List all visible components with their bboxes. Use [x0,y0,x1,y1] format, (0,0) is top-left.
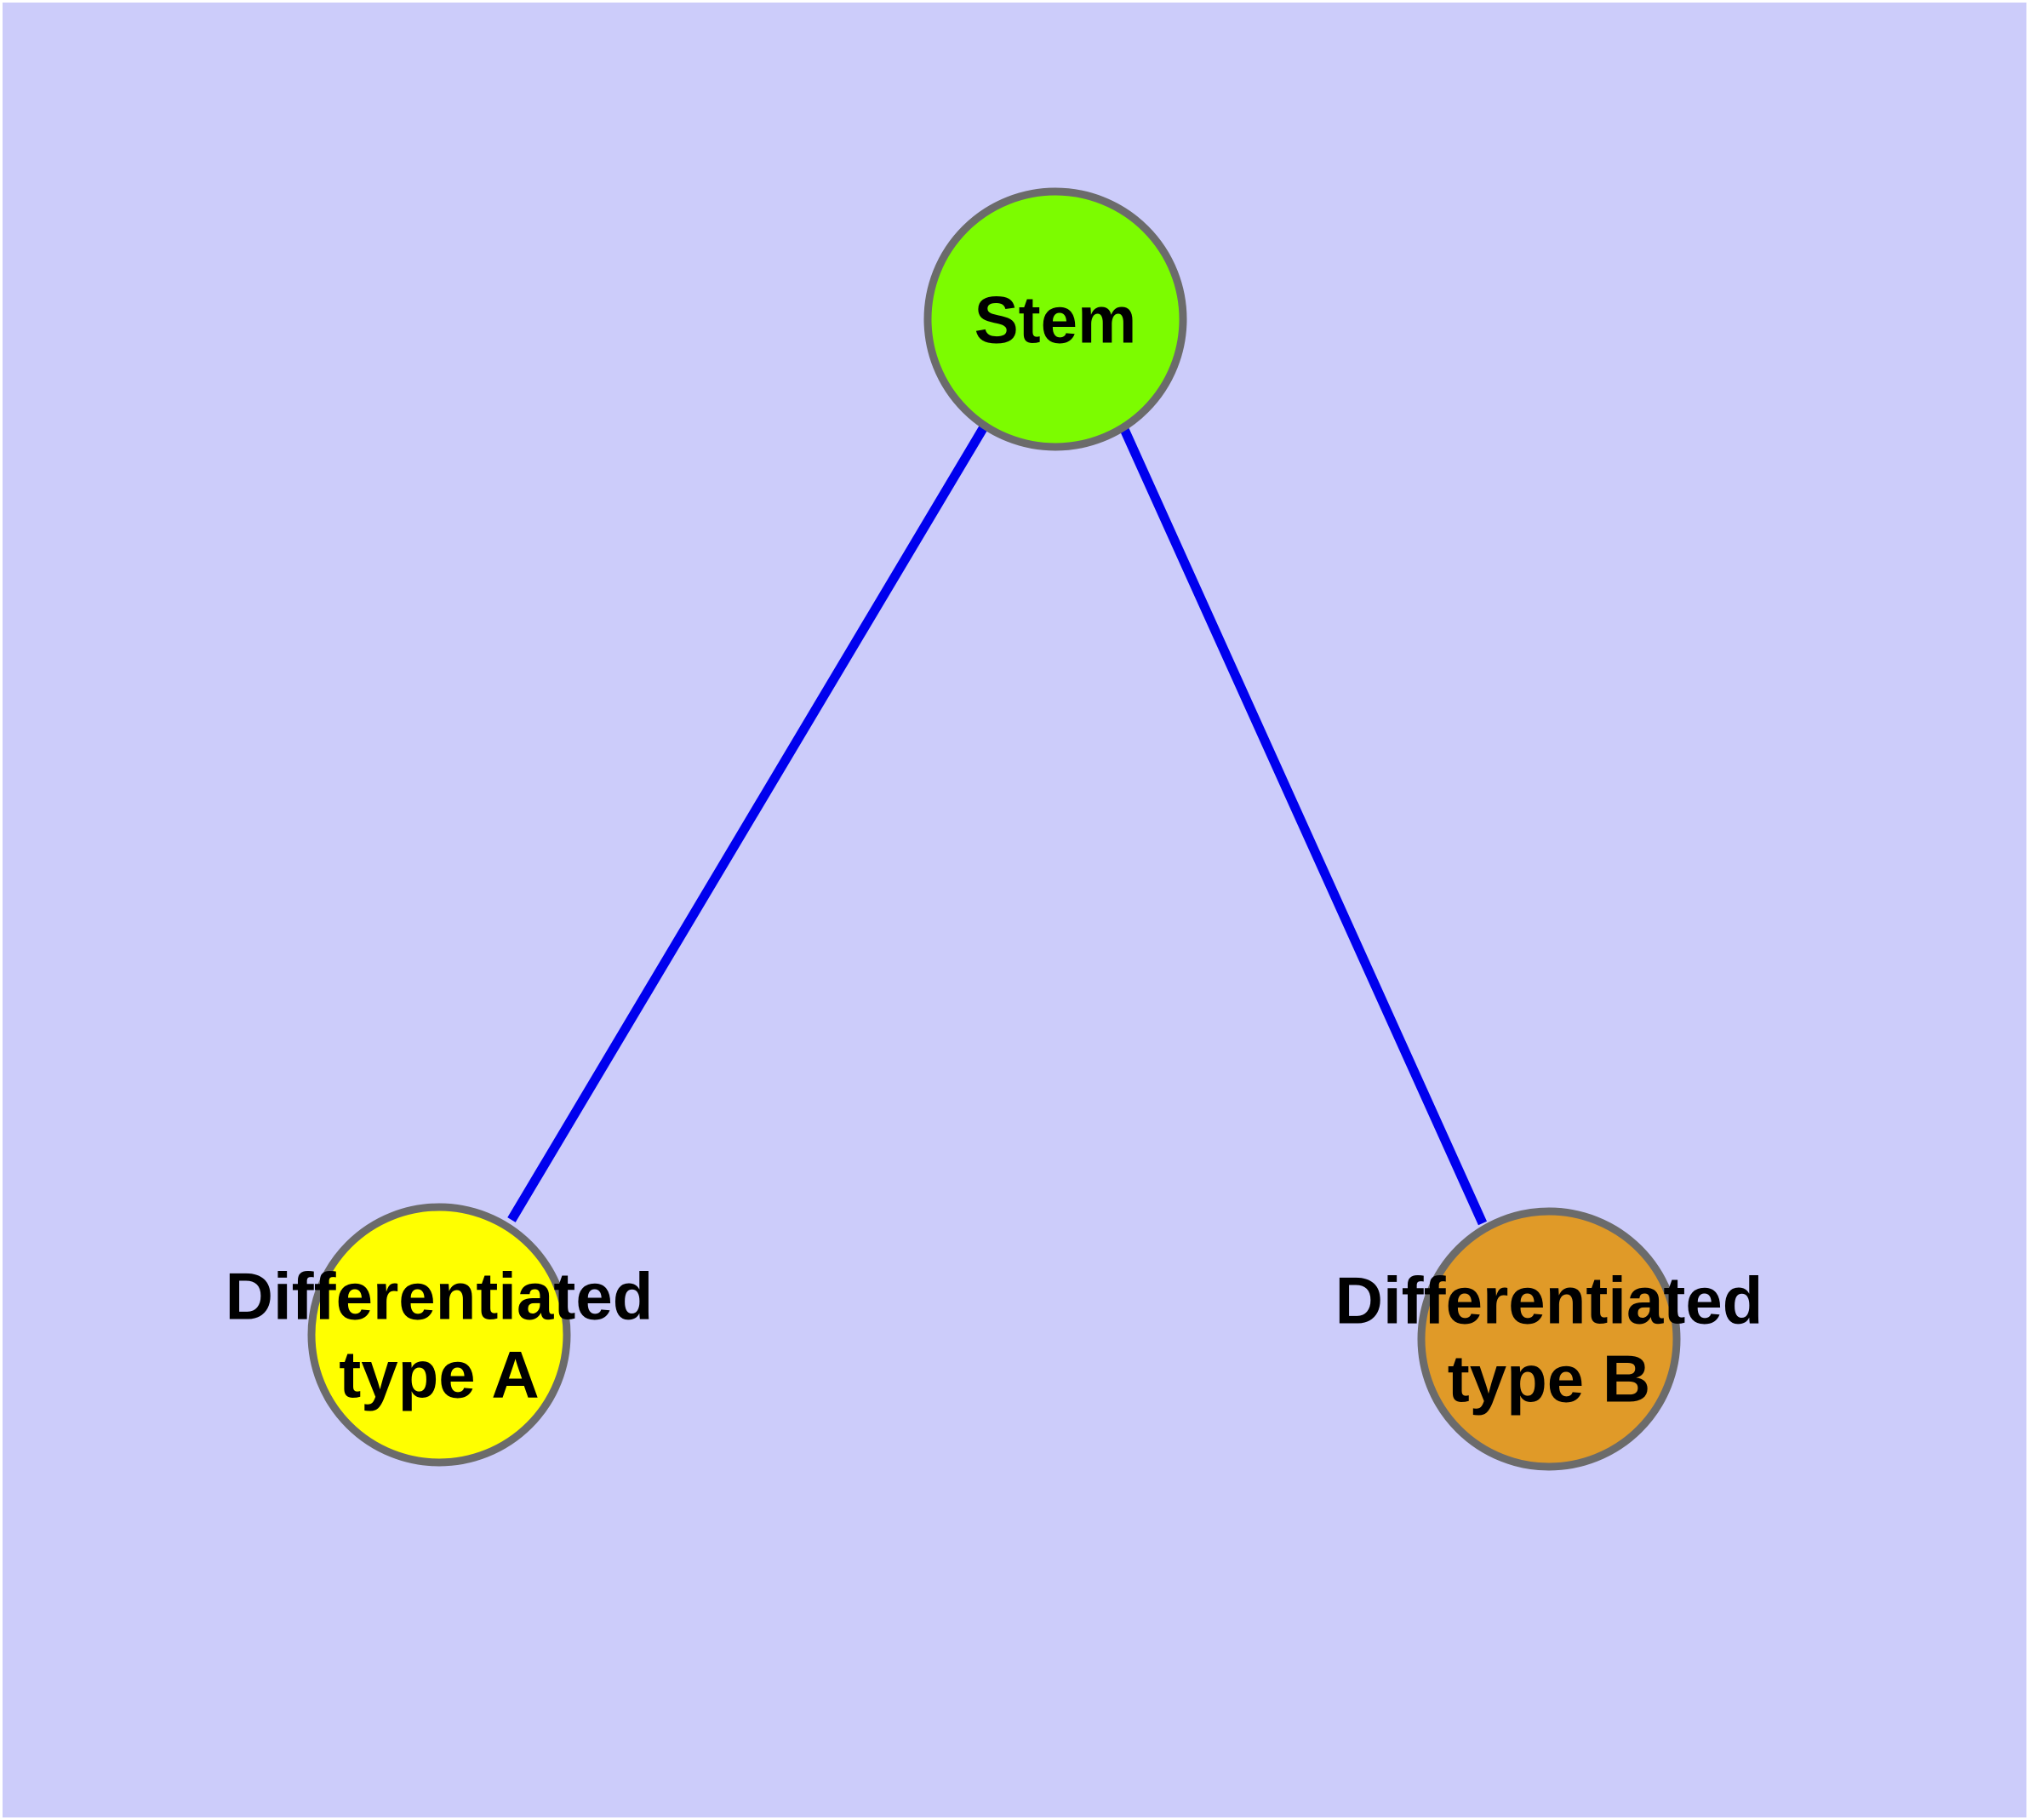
node-label-line: Differentiated [226,1258,654,1333]
node-label-stem: Stem [974,282,1137,357]
node-label-line: type B [1448,1341,1650,1416]
node-label-line: Stem [974,282,1137,357]
node-diff_a[interactable] [307,1203,571,1467]
edge-stem-to-diff-b[interactable] [1118,425,1488,1226]
node-diff_b[interactable] [1417,1207,1681,1471]
edge-stem-to-diff-a[interactable] [507,423,989,1222]
node-label-line: Differentiated [1335,1262,1763,1337]
node-stem[interactable] [923,187,1187,451]
nodes-layer [307,187,1681,1471]
node-label-line: type A [339,1336,540,1411]
edges-layer [507,423,1488,1226]
